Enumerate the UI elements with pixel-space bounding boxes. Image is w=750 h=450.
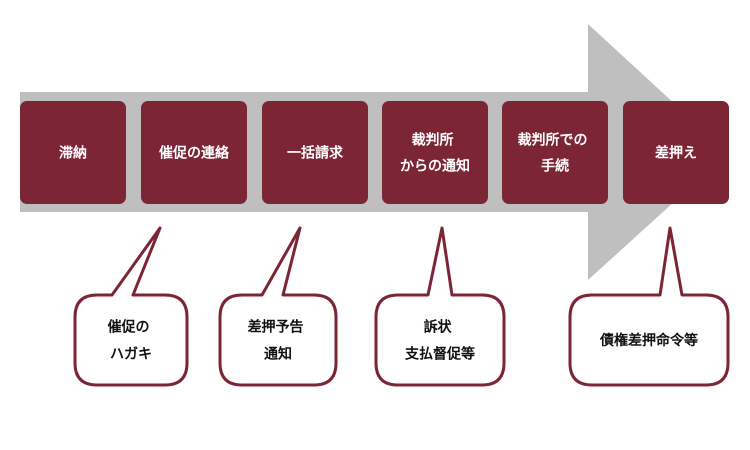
- callout-claim-seizure-order-bubble: [568, 226, 730, 387]
- step-label-court-notice-line-1: 裁判所: [412, 132, 454, 149]
- callout-complaint-payment-demand-line-2: 支払督促等: [404, 346, 475, 363]
- callout-claim-seizure-order-label: 債権差押命令等: [599, 332, 698, 349]
- callout-reminder-postcard: 催促の ハガキ: [73, 226, 189, 387]
- step-label-delinquency-line-1: 滞納: [59, 145, 87, 162]
- callout-seizure-warning-notice-line-2: 通知: [264, 346, 292, 363]
- callout-complaint-payment-demand-line-1: 訴状: [424, 319, 453, 336]
- step-box-court-procedure: 裁判所での 手続: [502, 101, 608, 204]
- step-label-reminder-contact-line-1: 催促の連絡: [159, 145, 230, 162]
- callouts: 催促の ハガキ 差押予告 通知 訴状 支払督促等 債権差押命令等: [73, 226, 730, 387]
- callout-seizure-warning-notice: 差押予告 通知: [218, 226, 338, 387]
- step-box-delinquency-shape: [20, 101, 126, 204]
- step-box-reminder-contact-shape: [141, 101, 247, 204]
- step-label-seizure: 差押え: [655, 145, 697, 162]
- step-box-seizure-shape: [623, 101, 729, 204]
- callout-seizure-warning-notice-label: 差押予告 通知: [248, 319, 309, 363]
- step-box-court-procedure-shape: [502, 101, 608, 204]
- step-boxes: 滞納 催促の連絡 一括請求 裁判所 からの通知 裁判所での: [20, 101, 729, 204]
- step-label-court-notice-line-2: からの通知: [400, 158, 470, 175]
- step-box-lump-sum-claim: 一括請求: [262, 101, 368, 204]
- flow-arrow: [20, 24, 728, 280]
- step-label-court-procedure-line-2: 手続: [541, 158, 569, 175]
- step-label-seizure-line-1: 差押え: [655, 145, 697, 162]
- step-box-delinquency: 滞納: [20, 101, 126, 204]
- step-label-court-procedure-line-1: 裁判所での: [518, 132, 588, 149]
- step-box-court-notice: 裁判所 からの通知: [382, 101, 488, 204]
- step-label-delinquency: 滞納: [59, 145, 87, 162]
- step-box-seizure: 差押え: [623, 101, 729, 204]
- callout-complaint-payment-demand: 訴状 支払督促等: [374, 226, 506, 387]
- callout-claim-seizure-order-line-1: 債権差押命令等: [599, 332, 698, 349]
- callout-claim-seizure-order: 債権差押命令等: [568, 226, 730, 387]
- callout-reminder-postcard-label: 催促の ハガキ: [108, 319, 155, 363]
- callout-complaint-payment-demand-label: 訴状 支払督促等: [404, 319, 475, 363]
- step-label-court-procedure: 裁判所での 手続: [518, 132, 593, 175]
- callout-reminder-postcard-line-2: ハガキ: [110, 347, 152, 363]
- step-label-lump-sum-claim: 一括請求: [287, 145, 344, 162]
- callout-reminder-postcard-line-1: 催促の: [108, 319, 150, 336]
- step-label-reminder-contact: 催促の連絡: [159, 145, 230, 162]
- callout-seizure-warning-notice-line-1: 差押予告: [248, 319, 304, 336]
- step-box-court-notice-shape: [382, 101, 488, 204]
- step-box-lump-sum-claim-shape: [262, 101, 368, 204]
- callout-complaint-payment-demand-bubble: [374, 226, 506, 387]
- step-label-lump-sum-claim-line-1: 一括請求: [287, 145, 344, 162]
- callout-reminder-postcard-bubble: [73, 226, 189, 387]
- step-box-reminder-contact: 催促の連絡: [141, 101, 247, 204]
- step-label-court-notice: 裁判所 からの通知: [400, 132, 470, 175]
- callout-seizure-warning-notice-bubble: [218, 226, 338, 387]
